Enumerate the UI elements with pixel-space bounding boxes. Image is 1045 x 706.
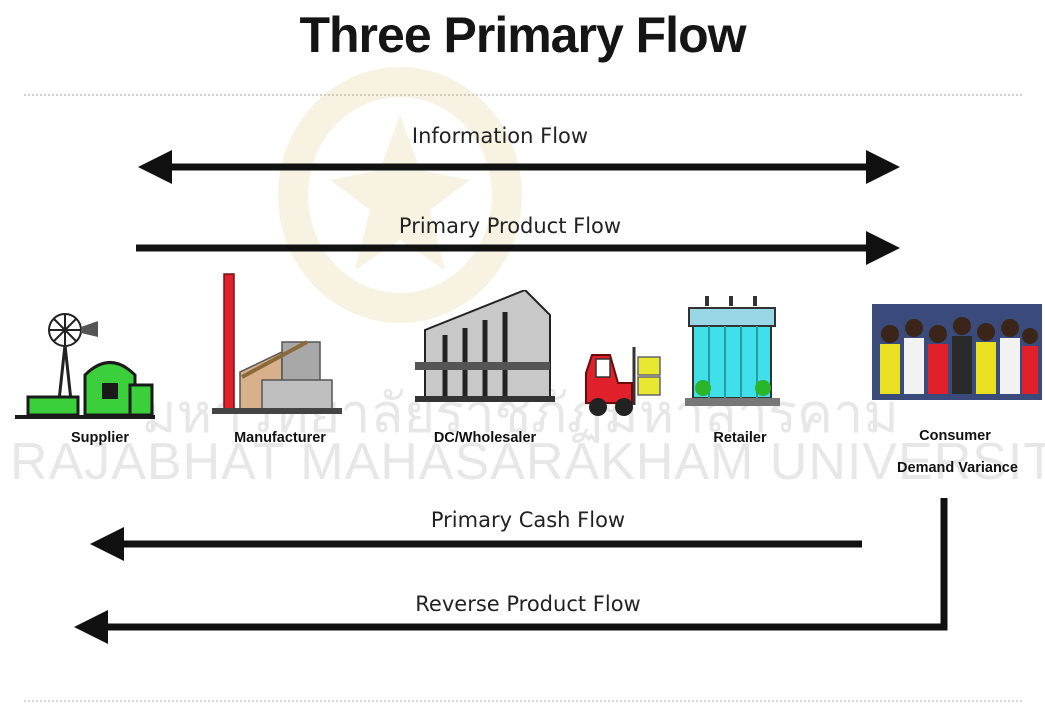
primary-product-flow-arrow (136, 231, 900, 265)
supplier-farm-icon (15, 313, 155, 419)
watermark-english-text: RAJABHAT MAHASARAKHAM UNIVERSITY (10, 433, 1045, 491)
consumer-people-icon (872, 304, 1042, 400)
reverse-product-flow-label: Reverse Product Flow (415, 592, 641, 616)
manufacturer-factory-icon (212, 273, 342, 414)
consumer-label: Consumer (919, 428, 991, 444)
primary-cash-flow-arrow (90, 527, 862, 561)
title-divider (24, 94, 1022, 96)
primary-cash-flow-label: Primary Cash Flow (430, 508, 626, 532)
primary-product-flow-label: Primary Product Flow (398, 214, 622, 238)
demand-variance-label: Demand Variance (897, 460, 1018, 476)
wholesaler-warehouse-icon (415, 290, 555, 402)
wholesaler-label: DC/Wholesaler (433, 430, 537, 446)
university-seal-watermark (278, 67, 522, 323)
forklift-icon (585, 347, 661, 416)
retailer-label: Retailer (713, 430, 767, 446)
supplier-label: Supplier (70, 430, 129, 446)
page-title: Three Primary Flow (299, 7, 746, 63)
information-flow-arrow (138, 150, 900, 184)
manufacturer-label: Manufacturer (234, 430, 326, 446)
reverse-product-flow-arrow (74, 498, 948, 644)
footer-divider (24, 700, 1022, 702)
information-flow-label: Information Flow (411, 124, 589, 148)
retailer-store-icon (685, 296, 780, 406)
